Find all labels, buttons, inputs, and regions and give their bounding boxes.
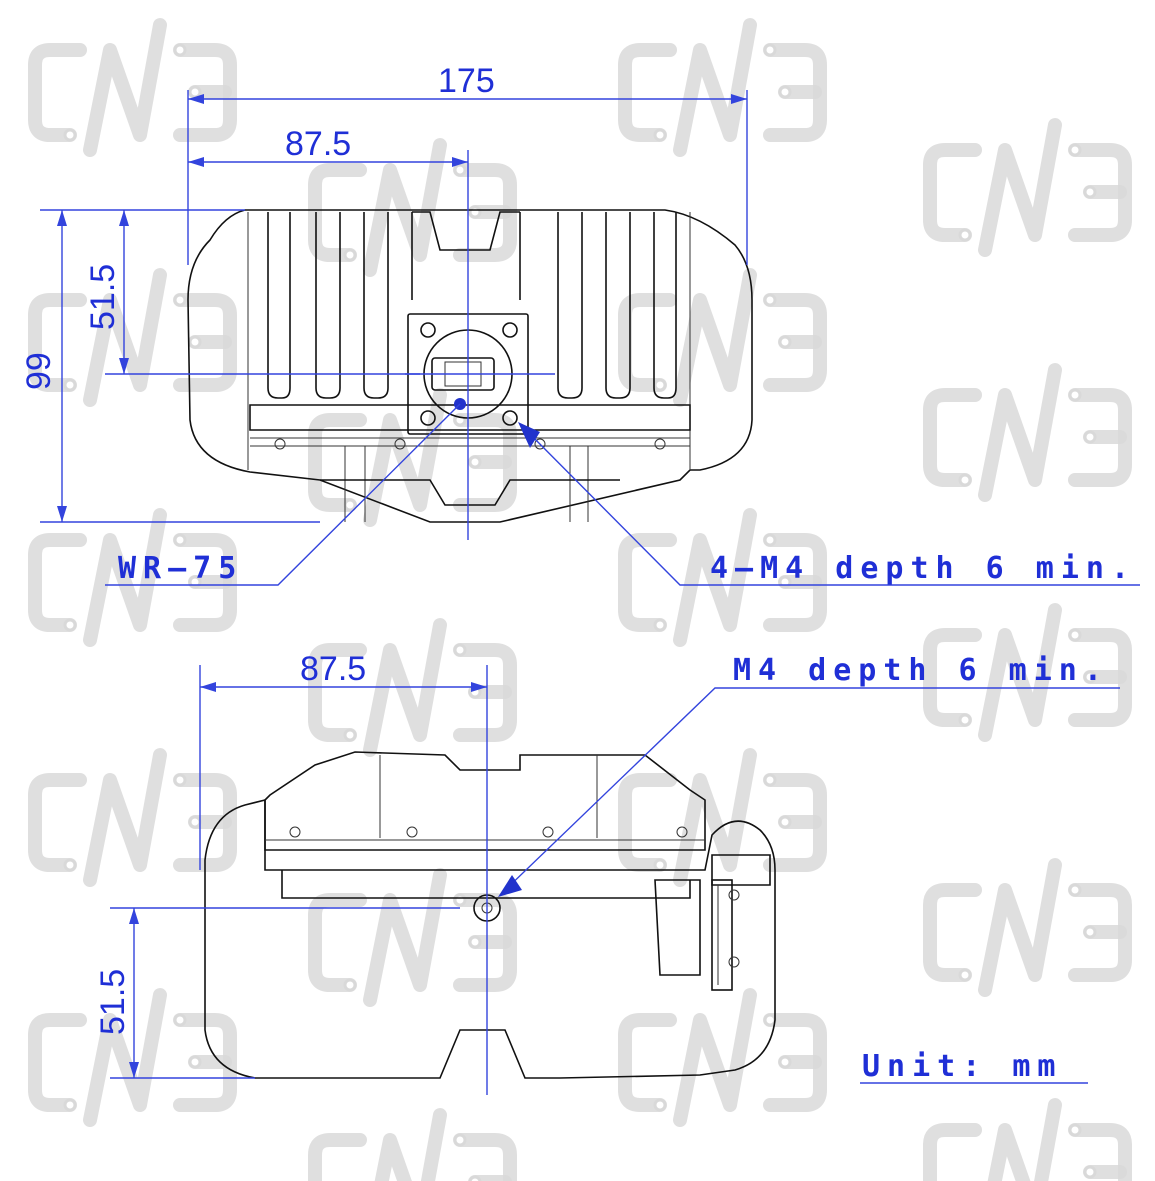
callout-side-hole: M4 depth 6 min.	[733, 653, 1109, 688]
side-view-dimensions	[110, 665, 1120, 1095]
side-view-outline	[204, 751, 776, 1079]
front-view-dimensions	[40, 90, 1140, 586]
dim-height-port-bottom: 51.5	[94, 969, 132, 1035]
dim-height-port-top: 51.5	[84, 264, 122, 330]
watermark-layer	[35, 25, 1125, 1181]
callout-waveguide: WR–75	[118, 551, 243, 586]
dim-height-total: 99	[20, 352, 58, 390]
front-view-outline	[187, 209, 753, 523]
cooling-fins	[267, 211, 677, 399]
dim-width-total: 175	[438, 62, 495, 100]
callout-mount-holes: 4–M4 depth 6 min.	[710, 551, 1136, 586]
dim-width-half-top: 87.5	[285, 125, 351, 163]
unit-label: Unit: mm	[862, 1049, 1063, 1084]
dim-width-half-bottom: 87.5	[300, 650, 366, 688]
